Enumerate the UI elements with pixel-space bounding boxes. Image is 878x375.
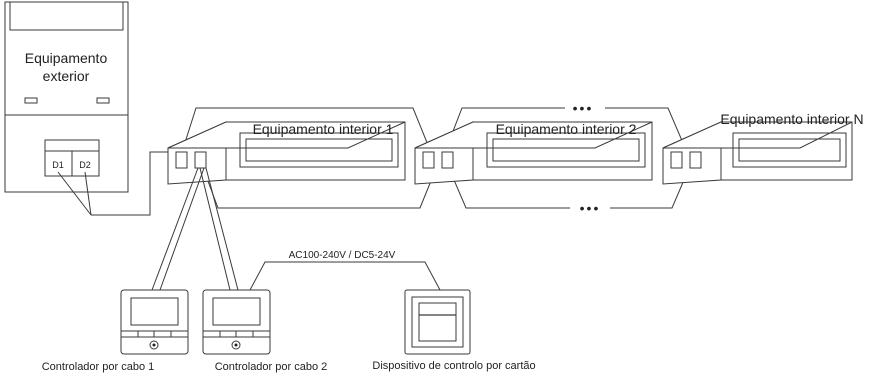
controller-wires	[151, 167, 441, 291]
outdoor-terminal-block: D1 D2	[44, 139, 100, 177]
indoor-unit-2: Equipamento interior 2	[414, 121, 653, 185]
indoor-unit-n-label: Equipamento interior N	[720, 111, 863, 127]
outdoor-unit: Equipamento exterior D1 D2	[4, 1, 129, 193]
wired-controller-2: Controlador por cabo 2	[202, 289, 328, 373]
outdoor-unit-label-line2: exterior	[43, 68, 90, 84]
indoor-unit-2-label: Equipamento interior 2	[496, 121, 637, 137]
wired-controller-2-label: Controlador por cabo 2	[215, 361, 328, 373]
terminal-d2-label: D2	[79, 160, 91, 170]
indoor-unit-n: Equipamento interior N	[662, 111, 864, 185]
ellipsis-bottom: •••	[580, 200, 601, 216]
terminal-d1-label: D1	[52, 160, 64, 170]
card-device-label: Dispositivo de controlo por cartão	[372, 360, 535, 372]
card-control-device: Dispositivo de controlo por cartão	[372, 289, 536, 372]
ellipsis-top: •••	[573, 100, 594, 116]
power-supply-label: AC100-240V / DC5-24V	[289, 250, 396, 261]
indoor-unit-1-label: Equipamento interior 1	[253, 121, 394, 137]
wired-controller-1-label: Controlador por cabo 1	[42, 361, 155, 373]
outdoor-unit-label-line1: Equipamento	[25, 50, 108, 66]
wired-controller-1: Controlador por cabo 1	[42, 289, 189, 373]
indoor-unit-1: Equipamento interior 1	[167, 121, 406, 185]
